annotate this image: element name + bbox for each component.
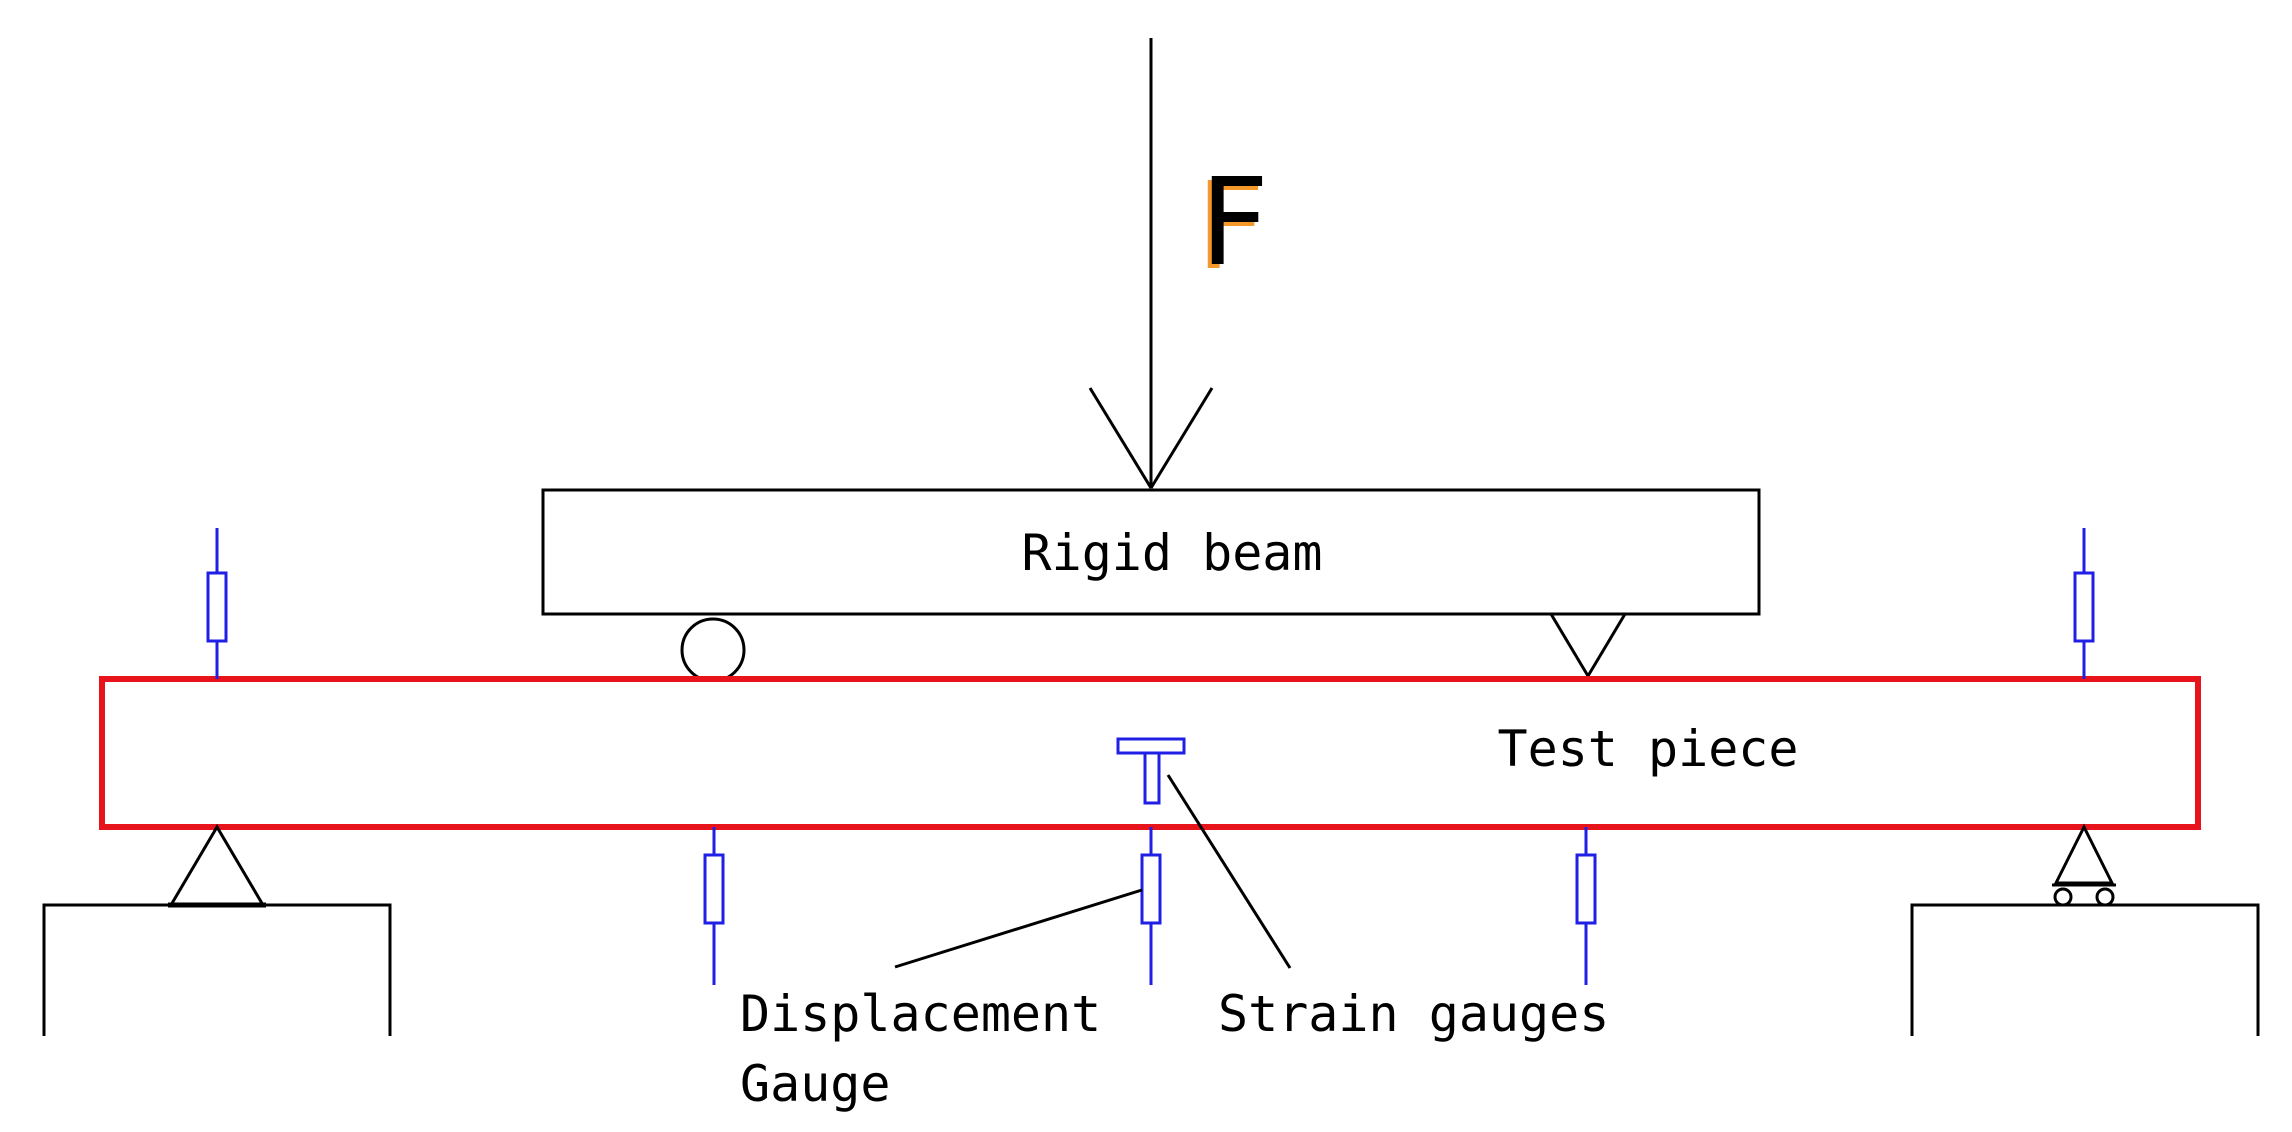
displacement-gauge-top-right xyxy=(2073,528,2095,679)
test-piece-label: Test piece xyxy=(1497,720,1798,778)
strain-gauge xyxy=(1116,737,1186,805)
force-arrow xyxy=(1088,38,1214,489)
left-pin-support xyxy=(168,824,266,907)
left-support-block xyxy=(42,903,392,1036)
displacement-gauge-label-line1: Displacement xyxy=(740,985,1101,1043)
strain-gauge-head xyxy=(1116,737,1186,755)
load-roller xyxy=(680,617,746,683)
load-pin xyxy=(1549,613,1627,679)
right-support-block xyxy=(1910,903,2260,1036)
strain-gauges-label: Strain gauges xyxy=(1218,985,1609,1043)
strain-gauge-stem xyxy=(1143,751,1161,805)
force-arrowhead-right xyxy=(1149,387,1214,489)
right-roller-support xyxy=(2053,823,2115,885)
displacement-gauge-bottom-left xyxy=(703,827,725,985)
right-support xyxy=(1910,823,2260,1036)
displacement-gauge-bottom-center xyxy=(1140,827,1162,985)
force-label: F xyxy=(1200,154,1269,293)
rigid-beam xyxy=(541,488,1761,616)
left-support xyxy=(42,824,392,1036)
rigid-beam-label: Rigid beam xyxy=(1021,524,1322,582)
displacement-gauge-top-left xyxy=(206,528,228,679)
displacement-gauge-leader xyxy=(894,888,1143,969)
strain-gauge-leader xyxy=(1166,774,1292,969)
force-arrowhead-left xyxy=(1088,387,1153,489)
force-label-shadow: F xyxy=(1196,158,1265,297)
displacement-gauge-label-line2: Gauge xyxy=(740,1055,891,1113)
displacement-gauge-bottom-right xyxy=(1575,827,1597,985)
